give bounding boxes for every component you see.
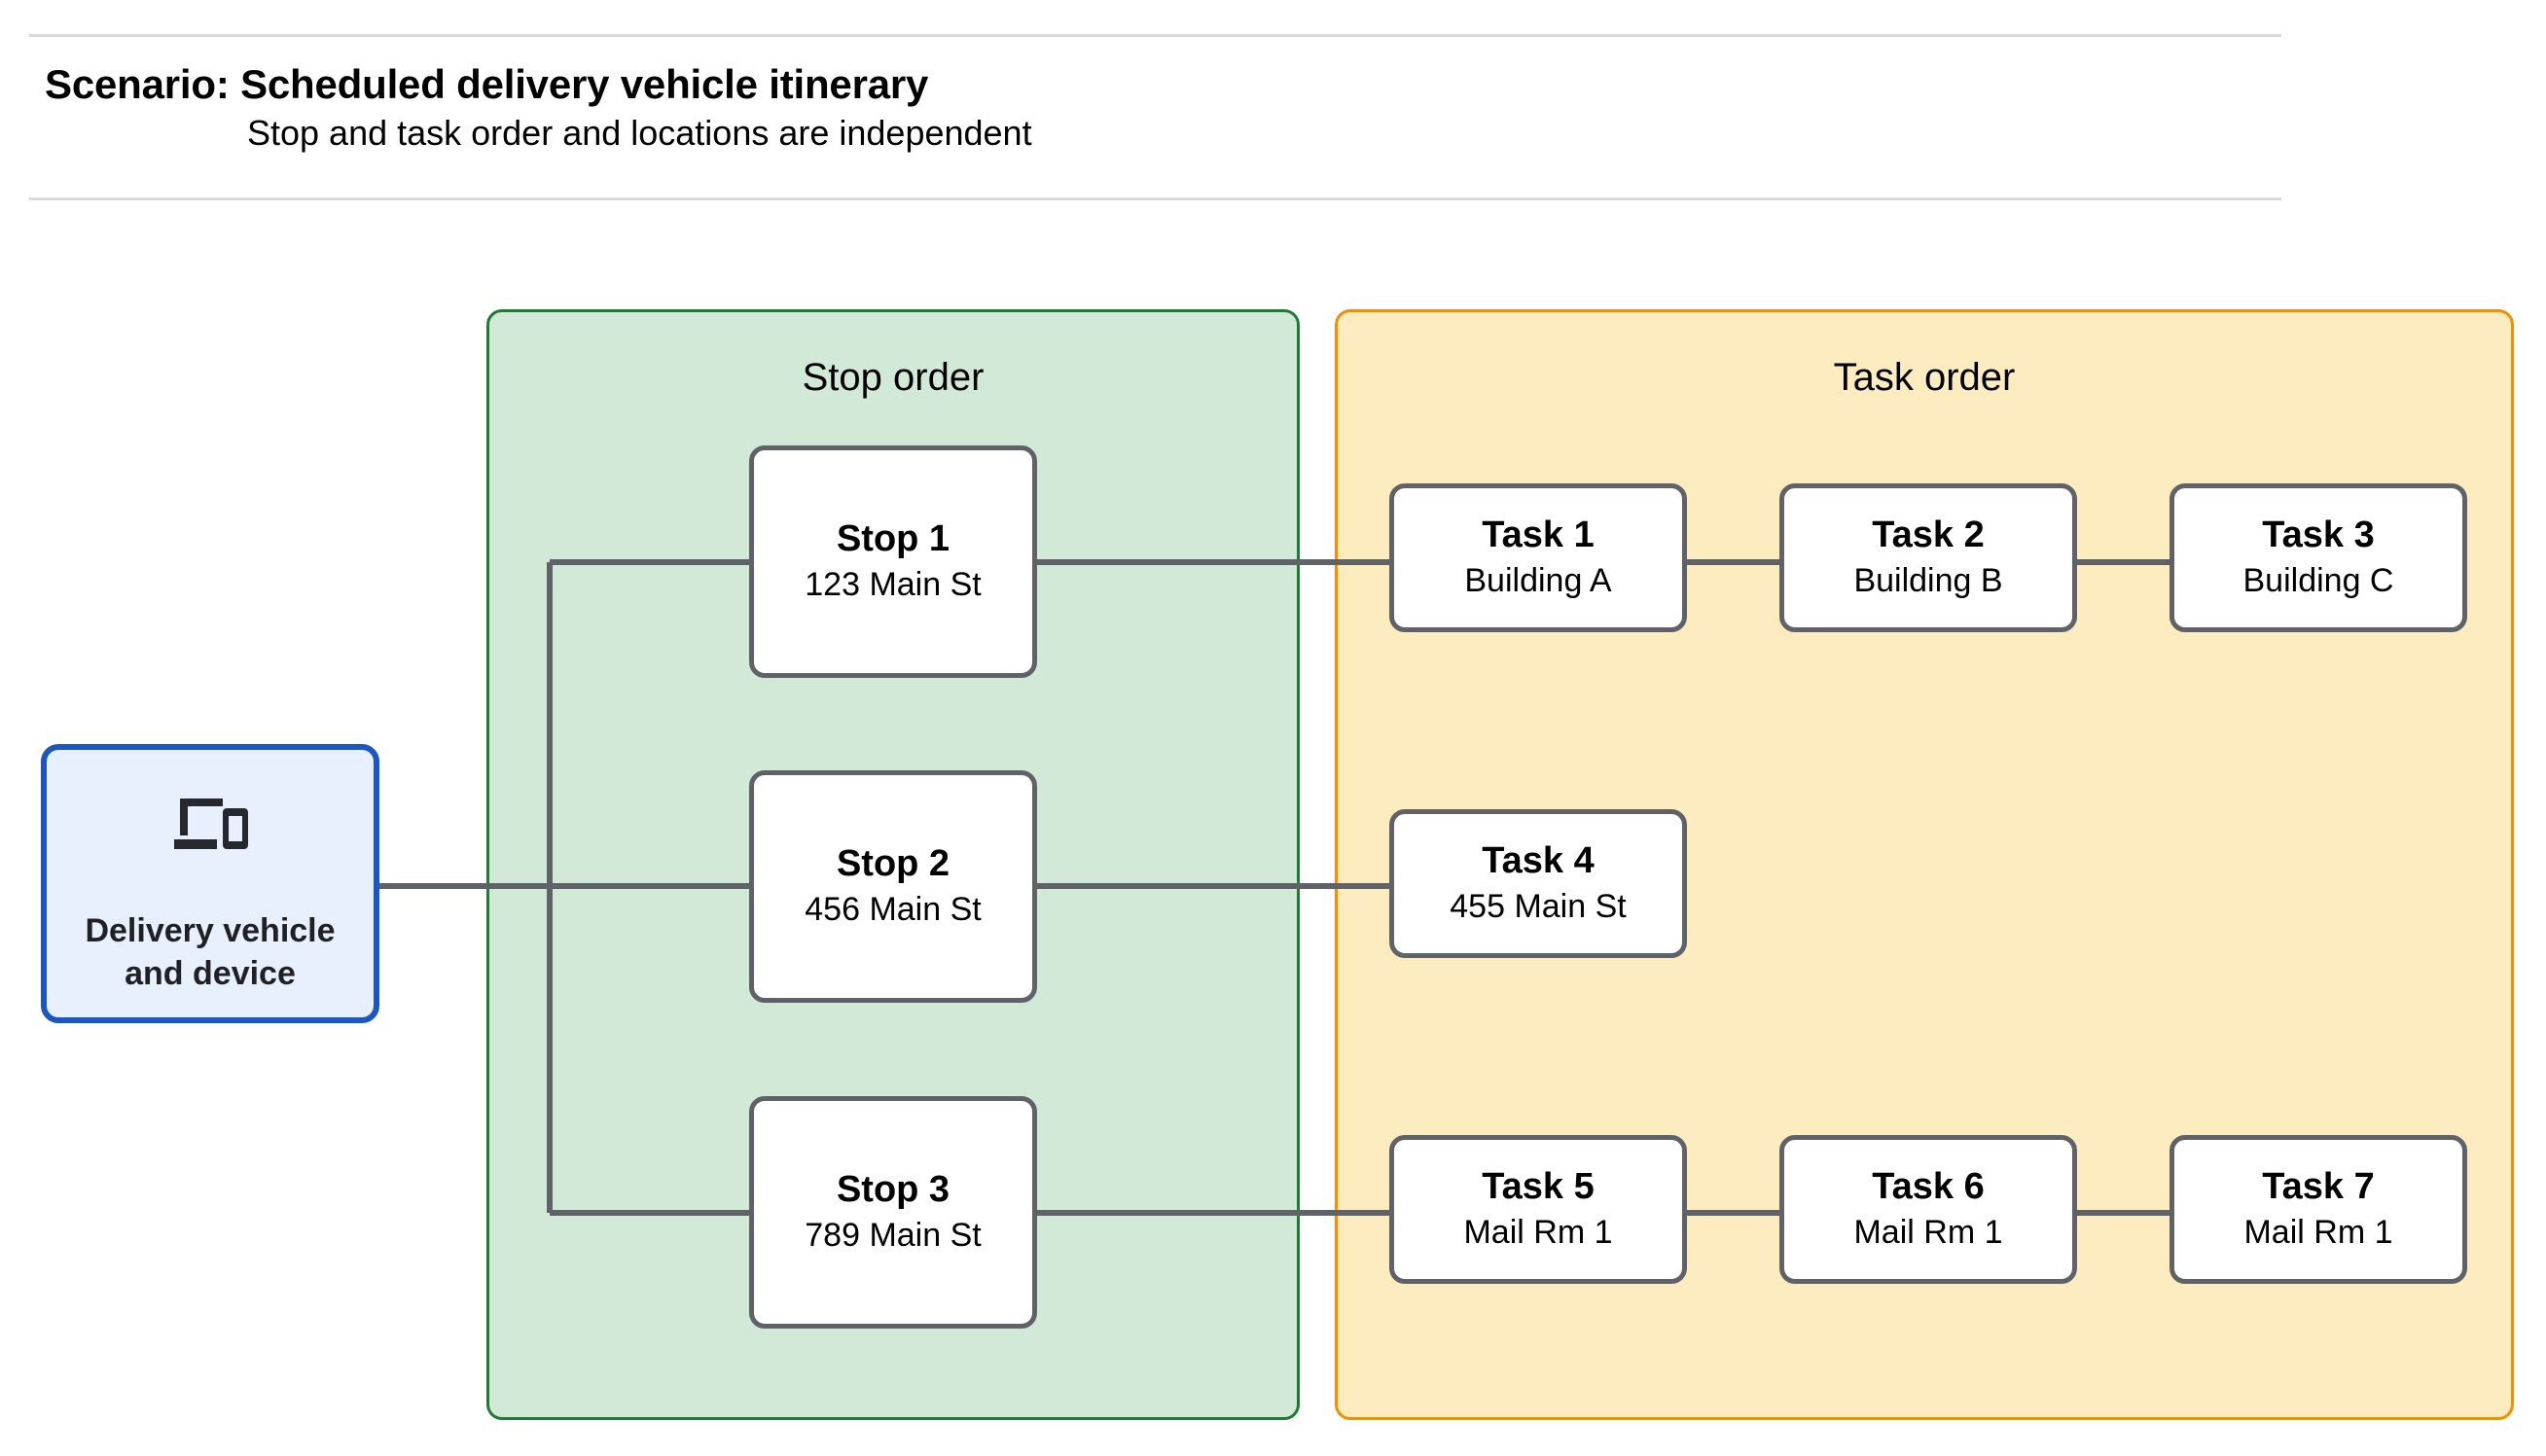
devices-icon [172, 795, 248, 856]
task-name: Task 1 [1482, 515, 1595, 556]
header-divider-bottom [29, 197, 2281, 200]
delivery-vehicle-card[interactable]: Delivery vehicle and device [41, 744, 379, 1023]
stop-node[interactable]: Stop 3 789 Main St [749, 1096, 1037, 1329]
task-name: Task 2 [1872, 515, 1985, 556]
task-location: 455 Main St [1450, 887, 1627, 925]
task-order-group-title: Task order [1833, 356, 2016, 399]
delivery-vehicle-label-line2: and device [125, 954, 296, 992]
stop-location: 789 Main St [805, 1216, 982, 1254]
task-name: Task 3 [2262, 515, 2375, 556]
task-node[interactable]: Task 4 455 Main St [1389, 809, 1687, 958]
task-node[interactable]: Task 7 Mail Rm 1 [2169, 1135, 2467, 1284]
stop-name: Stop 2 [836, 843, 950, 885]
stop-location: 456 Main St [805, 890, 982, 928]
stop-name: Stop 3 [836, 1169, 950, 1211]
task-location: Building A [1464, 561, 1612, 599]
delivery-vehicle-label: Delivery vehicle and device [47, 910, 374, 995]
task-location: Building B [1853, 561, 2003, 599]
task-name: Task 5 [1482, 1166, 1595, 1208]
task-location: Mail Rm 1 [1853, 1213, 2003, 1251]
page-title: Scenario: Scheduled delivery vehicle iti… [45, 61, 929, 107]
stop-name: Stop 1 [836, 518, 950, 560]
task-node[interactable]: Task 3 Building C [2169, 483, 2467, 632]
stop-location: 123 Main St [805, 565, 982, 603]
stop-node[interactable]: Stop 2 456 Main St [749, 770, 1037, 1003]
task-location: Mail Rm 1 [2243, 1213, 2393, 1251]
task-node[interactable]: Task 6 Mail Rm 1 [1779, 1135, 2077, 1284]
task-node[interactable]: Task 5 Mail Rm 1 [1389, 1135, 1687, 1284]
task-location: Building C [2242, 561, 2394, 599]
delivery-vehicle-label-line1: Delivery vehicle [85, 912, 336, 949]
task-location: Mail Rm 1 [1463, 1213, 1613, 1251]
task-name: Task 6 [1872, 1166, 1985, 1208]
stop-node[interactable]: Stop 1 123 Main St [749, 445, 1037, 678]
stop-order-group-title: Stop order [802, 356, 985, 399]
page-subtitle: Stop and task order and locations are in… [247, 113, 1032, 153]
header-divider-top [29, 34, 2281, 37]
task-name: Task 4 [1482, 840, 1595, 882]
task-name: Task 7 [2262, 1166, 2375, 1208]
task-node[interactable]: Task 2 Building B [1779, 483, 2077, 632]
task-node[interactable]: Task 1 Building A [1389, 483, 1687, 632]
